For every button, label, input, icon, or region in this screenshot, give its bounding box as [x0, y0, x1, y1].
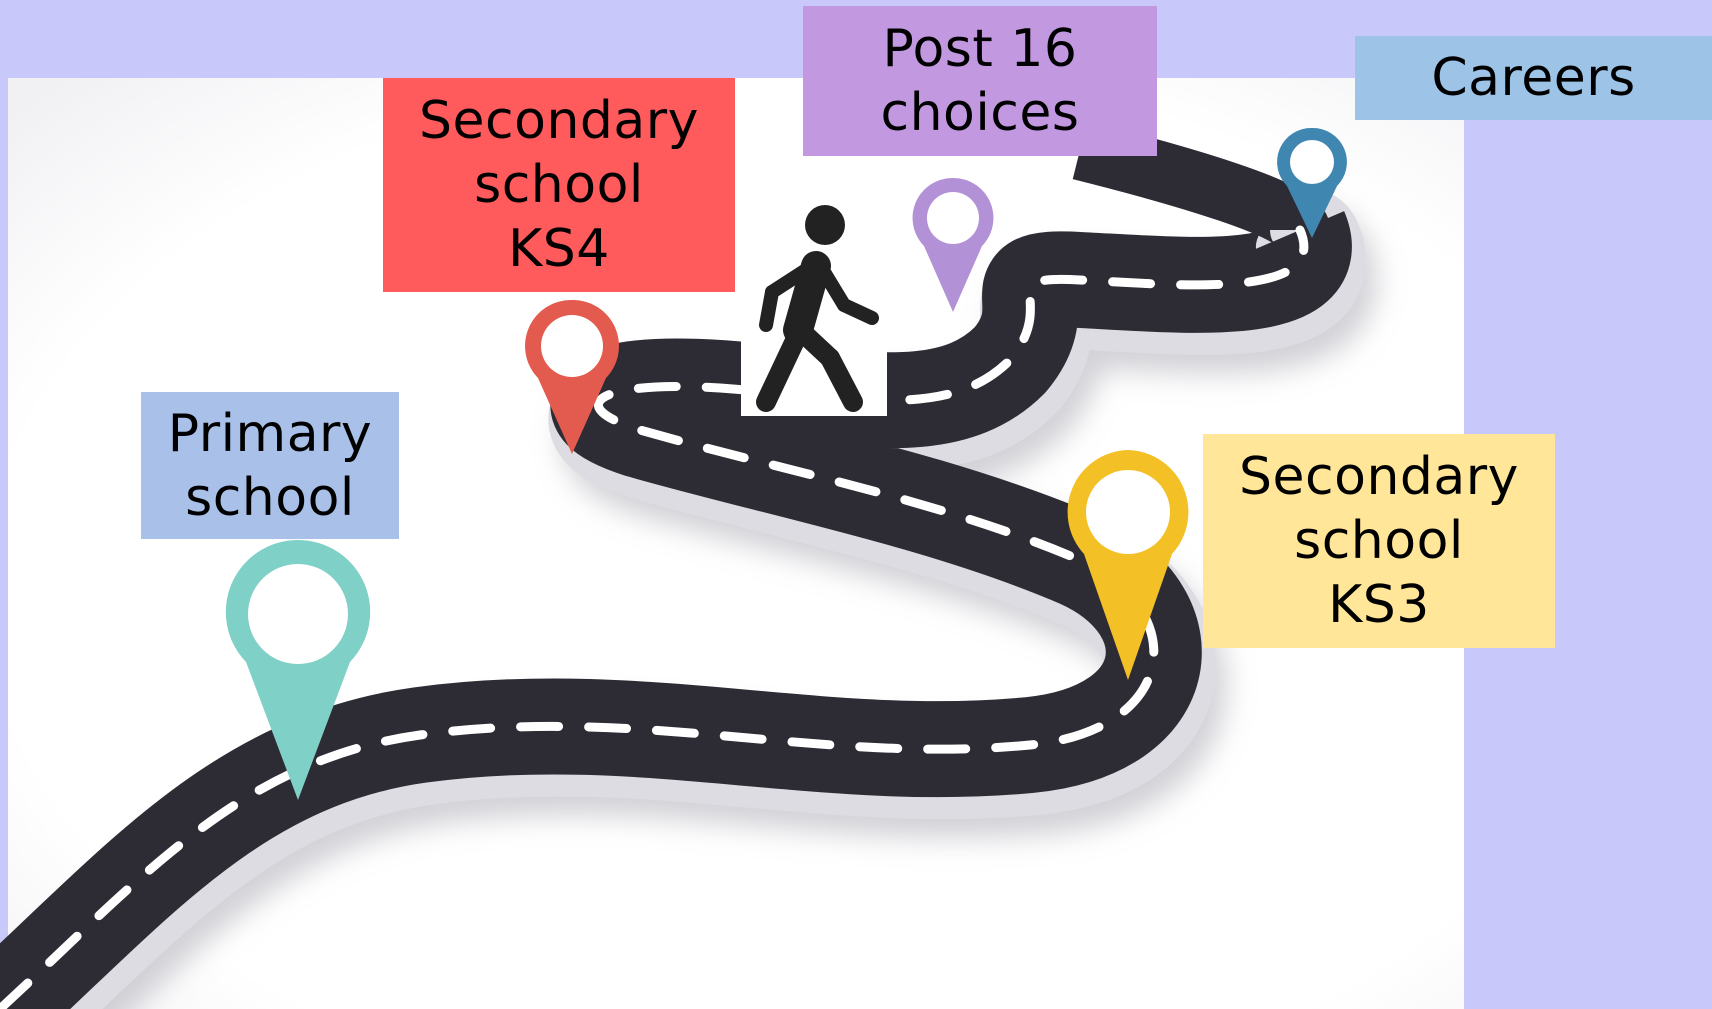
walker — [741, 200, 887, 416]
pin-post16 — [912, 177, 994, 312]
stage-label-careers: Careers — [1355, 36, 1712, 120]
road — [0, 211, 1352, 1009]
pin-ks4 — [525, 299, 619, 454]
pin-ks3 — [1067, 450, 1189, 680]
pin-careers — [1277, 127, 1347, 238]
pin-primary — [225, 539, 371, 800]
walking-person-icon — [756, 205, 879, 412]
stage-label-secondary-school-ks4: Secondary school KS4 — [383, 78, 735, 292]
stage-label-post-16-choices: Post 16 choices — [803, 6, 1157, 156]
stage-label-primary-school: Primary school — [141, 392, 399, 539]
road-far-section — [1072, 120, 1330, 247]
stage-label-secondary-school-ks3: Secondary school KS3 — [1203, 434, 1555, 648]
